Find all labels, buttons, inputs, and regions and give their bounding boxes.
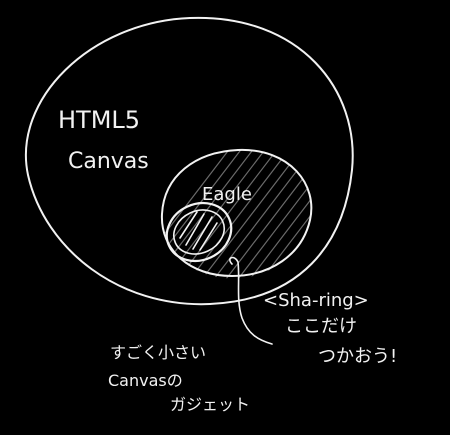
label-bottom-canvas: Canvasの — [108, 371, 183, 390]
eagle-circle — [160, 148, 313, 277]
label-bottom-jp-1: すごく小さい — [110, 343, 206, 362]
sharing-small-circle — [165, 201, 233, 263]
label-sharing: <Sha-ring> — [263, 290, 369, 311]
label-canvas: Canvas — [68, 149, 149, 174]
outer-circle-canvas — [25, 16, 354, 306]
label-html5: HTML5 — [58, 106, 140, 134]
label-bottom-jp-2: ガジェット — [170, 395, 250, 414]
label-sharing-jp-2: つかおう! — [318, 346, 397, 367]
label-eagle: Eagle — [202, 184, 252, 205]
pointer-line — [229, 256, 273, 345]
label-sharing-jp-1: ここだけ — [285, 316, 357, 337]
